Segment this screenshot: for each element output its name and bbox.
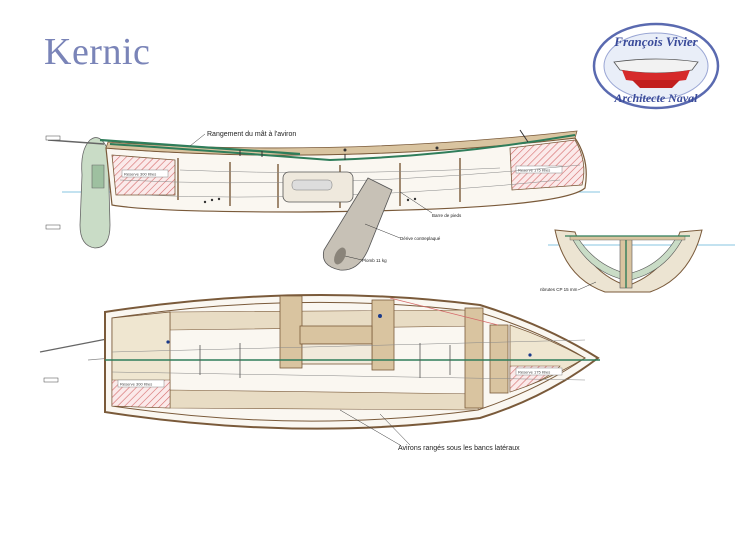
logo-top-text: François Vivier [613,34,698,49]
side-aft-buoyancy-label: Réserve 300 litres [124,172,156,177]
fwd-buoyancy-tank [509,139,585,191]
plan-fwd-buoyancy-label: Réserve 175 litres [518,370,550,375]
oars-label: Avirons rangés sous les bancs latéraux [398,445,520,452]
side-elevation: Réserve 300 litres Réserve 175 litres [45,129,600,271]
logo-bottom-text: Architecte Naval [614,91,699,105]
frames-label: nbrutes CP 15 mm [540,287,578,292]
rudder [79,137,111,249]
centerboard [322,177,393,271]
stored-mast [99,138,301,156]
foot-bar-label: Barre de pieds [432,213,462,218]
tiller [47,139,105,145]
mast-storage-label: Rangement du mât à l'aviron [207,131,296,138]
cross-section: nbrutes CP 15 mm [540,229,735,293]
centerboard-label: Dérive contreplaqué [400,236,441,241]
page-title: Kernic [44,31,151,73]
lead-label: Plomb 11 kg [362,258,387,263]
side-fwd-buoyancy-label: Réserve 175 litres [518,168,550,173]
designer-logo: François Vivier Architecte Naval [592,22,720,110]
plan-view: Réserve 300 litres Réserve 175 litres [39,294,600,452]
thwart [279,295,303,369]
plan-aft-buoyancy-label: Réserve 300 litres [120,382,152,387]
thwart [464,307,484,409]
